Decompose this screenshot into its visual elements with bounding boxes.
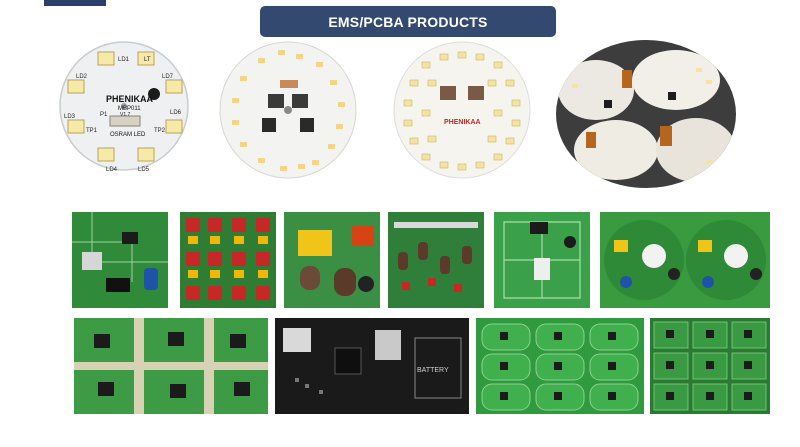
label-p1: P1 xyxy=(100,112,108,118)
pcb-photo-row2-5 xyxy=(494,212,590,308)
pcb-photo-row3-1 xyxy=(74,318,268,414)
pcb-photo-row2-3 xyxy=(284,212,380,308)
corner-tab xyxy=(44,0,106,6)
pcb-photo-row2-1 xyxy=(72,212,168,308)
label-ld7: LD7 xyxy=(162,74,174,80)
board-brand-label: PHENIKAA xyxy=(106,94,154,104)
label-ld2: LD2 xyxy=(76,74,88,80)
label-ld4: LD4 xyxy=(106,167,118,173)
board-osram-label: OSRAM LED xyxy=(110,132,146,138)
label-lt: LT xyxy=(144,57,151,63)
pcb-photo-row3-4 xyxy=(650,318,770,414)
pcb-photo-row3-2: BATTERY xyxy=(275,318,469,414)
label-ld3: LD3 xyxy=(64,114,76,120)
label-tp2: TP2 xyxy=(154,128,166,134)
led-board-photo-1: LD1 LD2 LD3 LD4 LD5 LD6 LD7 LT P1 TP1 TP… xyxy=(58,40,191,173)
led-board-photo-3: PHENIKAA xyxy=(392,40,532,180)
board-model-label: MBP011 xyxy=(118,106,141,112)
led-board-photo-2 xyxy=(218,40,358,180)
pcb-photo-row2-4 xyxy=(388,212,484,308)
label-ld1: LD1 xyxy=(118,57,130,63)
board3-brand-label: PHENIKAA xyxy=(444,119,481,126)
pcb-photo-row3-3 xyxy=(476,318,644,414)
label-ld5: LD5 xyxy=(138,167,150,173)
label-ld6: LD6 xyxy=(170,110,182,116)
battery-label: BATTERY xyxy=(417,367,449,374)
board-version-label: V1.7 xyxy=(120,112,131,118)
pcb-photo-row2-2 xyxy=(180,212,276,308)
pcb-photo-row2-6 xyxy=(600,212,770,308)
led-board-assembly-photo xyxy=(556,40,736,188)
section-title-banner: EMS/PCBA PRODUCTS xyxy=(260,6,556,37)
label-tp1: TP1 xyxy=(86,128,98,134)
